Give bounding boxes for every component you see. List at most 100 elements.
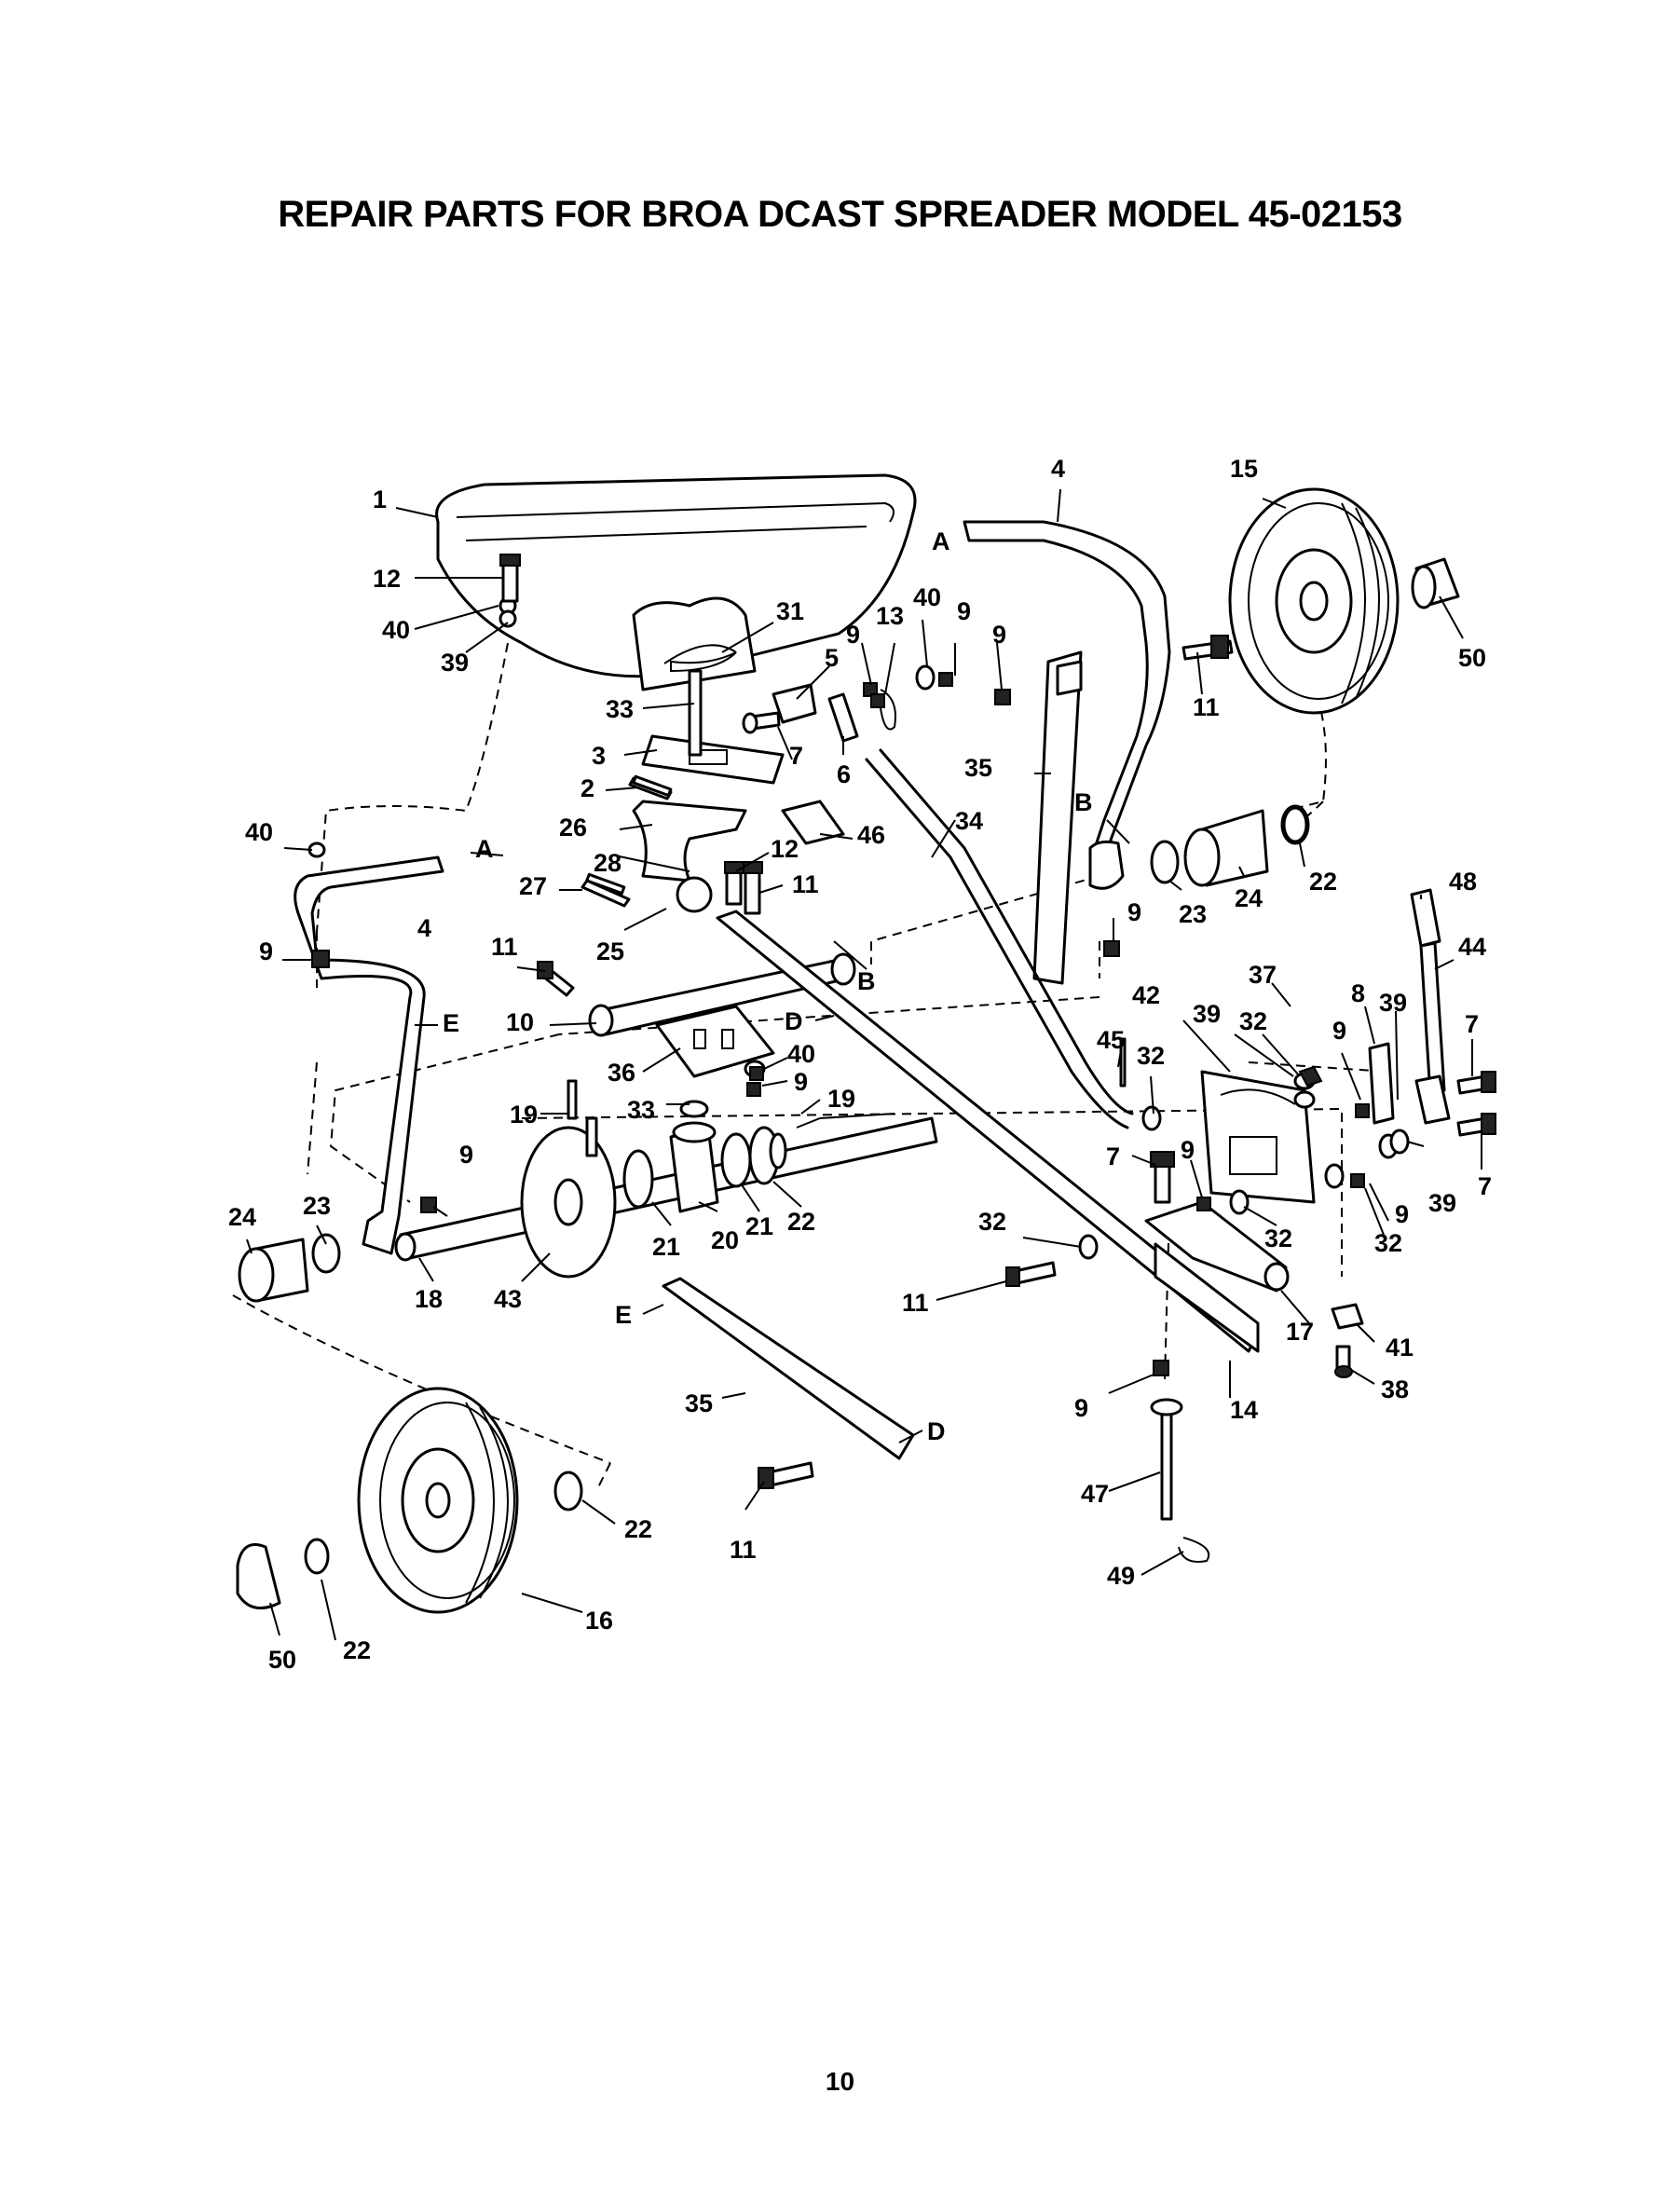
callout-40: 40 bbox=[382, 616, 410, 644]
callout-32: 32 bbox=[1239, 1007, 1267, 1035]
bracket-small bbox=[1368, 1042, 1395, 1125]
callout-9: 9 bbox=[259, 937, 273, 965]
callout-23: 23 bbox=[303, 1192, 331, 1220]
callout-13: 13 bbox=[876, 602, 904, 630]
callout-22: 22 bbox=[343, 1636, 371, 1664]
callout-11: 11 bbox=[1193, 693, 1220, 721]
callout-11: 11 bbox=[491, 933, 518, 961]
callout-D: D bbox=[785, 1007, 803, 1035]
callout-16: 16 bbox=[585, 1607, 613, 1635]
callout-40: 40 bbox=[913, 583, 941, 611]
callout-12: 12 bbox=[771, 835, 799, 863]
spinner-housing bbox=[632, 669, 785, 913]
callout-7: 7 bbox=[1106, 1142, 1120, 1170]
callout-41: 41 bbox=[1386, 1334, 1414, 1361]
callout-24: 24 bbox=[228, 1203, 256, 1231]
callout-17: 17 bbox=[1286, 1318, 1314, 1346]
callout-35: 35 bbox=[964, 754, 992, 782]
callout-40: 40 bbox=[787, 1040, 815, 1068]
callout-32: 32 bbox=[1374, 1229, 1402, 1257]
callout-7: 7 bbox=[789, 742, 803, 770]
small-parts bbox=[585, 651, 1364, 1563]
callout-4: 4 bbox=[1051, 455, 1065, 483]
callout-42: 42 bbox=[1132, 981, 1160, 1009]
callout-7: 7 bbox=[1478, 1172, 1492, 1200]
callout-9: 9 bbox=[1127, 898, 1141, 926]
frame-bracket bbox=[1144, 1200, 1290, 1293]
callout-1: 1 bbox=[373, 486, 387, 513]
callout-22: 22 bbox=[624, 1515, 652, 1543]
callout-B: B bbox=[1074, 788, 1093, 816]
page-number: 10 bbox=[825, 2067, 855, 2096]
callout-23: 23 bbox=[1179, 900, 1207, 928]
callout-E: E bbox=[615, 1301, 632, 1329]
nuts bbox=[311, 672, 1370, 1376]
callout-34: 34 bbox=[955, 807, 983, 835]
handle-right bbox=[963, 520, 1171, 890]
callout-B: B bbox=[857, 967, 876, 995]
callout-9: 9 bbox=[1074, 1394, 1088, 1422]
bushings bbox=[622, 1126, 787, 1209]
callout-22: 22 bbox=[1309, 868, 1337, 896]
callout-A: A bbox=[475, 835, 494, 863]
gearbox-plate bbox=[655, 1005, 775, 1078]
callout-9: 9 bbox=[1332, 1017, 1346, 1045]
callout-22: 22 bbox=[787, 1208, 815, 1236]
callout-49: 49 bbox=[1107, 1562, 1135, 1590]
main-frame-bar bbox=[716, 910, 1260, 1353]
callout-12: 12 bbox=[373, 565, 401, 593]
hub-cap-left bbox=[236, 1543, 281, 1610]
callout-48: 48 bbox=[1449, 868, 1477, 896]
assembly-guide-lines bbox=[232, 605, 1389, 1492]
callout-39: 39 bbox=[441, 649, 469, 677]
callout-45: 45 bbox=[1097, 1026, 1125, 1054]
frame-cross-tube bbox=[588, 952, 856, 1037]
callout-9: 9 bbox=[459, 1141, 473, 1169]
bolts bbox=[499, 554, 1496, 1521]
callout-32: 32 bbox=[978, 1208, 1006, 1236]
callout-9: 9 bbox=[992, 621, 1006, 649]
callout-9: 9 bbox=[1181, 1136, 1195, 1164]
hub-cap-right bbox=[1411, 557, 1460, 609]
drive-gear bbox=[520, 1126, 617, 1279]
callout-39: 39 bbox=[1379, 989, 1407, 1017]
callout-50: 50 bbox=[1458, 644, 1486, 672]
strut-upper bbox=[1032, 650, 1083, 985]
callout-40: 40 bbox=[245, 818, 273, 846]
page-title: REPAIR PARTS FOR BROA DCAST SPREADER MOD… bbox=[278, 194, 1402, 235]
callout-35: 35 bbox=[685, 1389, 713, 1417]
callout-18: 18 bbox=[415, 1285, 443, 1313]
callout-9: 9 bbox=[846, 621, 860, 649]
callout-11: 11 bbox=[902, 1289, 929, 1317]
callout-9: 9 bbox=[957, 597, 971, 625]
callout-11: 11 bbox=[792, 870, 819, 898]
callout-46: 46 bbox=[857, 821, 885, 849]
leader-lines bbox=[246, 488, 1482, 1641]
control-rod bbox=[865, 748, 1134, 1129]
callout-labels: 1 12 40 39 31 33 5 9 13 40 9 9 7 6 3 2 2… bbox=[228, 455, 1492, 1674]
callout-25: 25 bbox=[596, 937, 624, 965]
callout-31: 31 bbox=[776, 597, 804, 625]
callout-26: 26 bbox=[559, 814, 587, 841]
callout-19: 19 bbox=[510, 1101, 538, 1129]
callout-32: 32 bbox=[1137, 1042, 1165, 1070]
callout-32: 32 bbox=[1264, 1224, 1292, 1252]
spacers-left bbox=[238, 1233, 341, 1303]
callout-36: 36 bbox=[608, 1059, 635, 1087]
callout-10: 10 bbox=[506, 1008, 534, 1036]
strut-lower bbox=[662, 1277, 915, 1460]
callout-14: 14 bbox=[1230, 1396, 1258, 1424]
callout-38: 38 bbox=[1381, 1375, 1409, 1403]
wheel-left bbox=[357, 1387, 519, 1614]
callout-19: 19 bbox=[827, 1085, 855, 1113]
control-lever bbox=[1410, 888, 1451, 1125]
wheel-right bbox=[1228, 487, 1400, 715]
rate-plate bbox=[1200, 1070, 1316, 1204]
callout-E: E bbox=[443, 1009, 459, 1037]
callout-3: 3 bbox=[592, 742, 606, 770]
gearbox bbox=[669, 1121, 719, 1213]
callout-6: 6 bbox=[837, 760, 851, 788]
callout-37: 37 bbox=[1249, 961, 1277, 989]
callout-39: 39 bbox=[1428, 1189, 1456, 1217]
